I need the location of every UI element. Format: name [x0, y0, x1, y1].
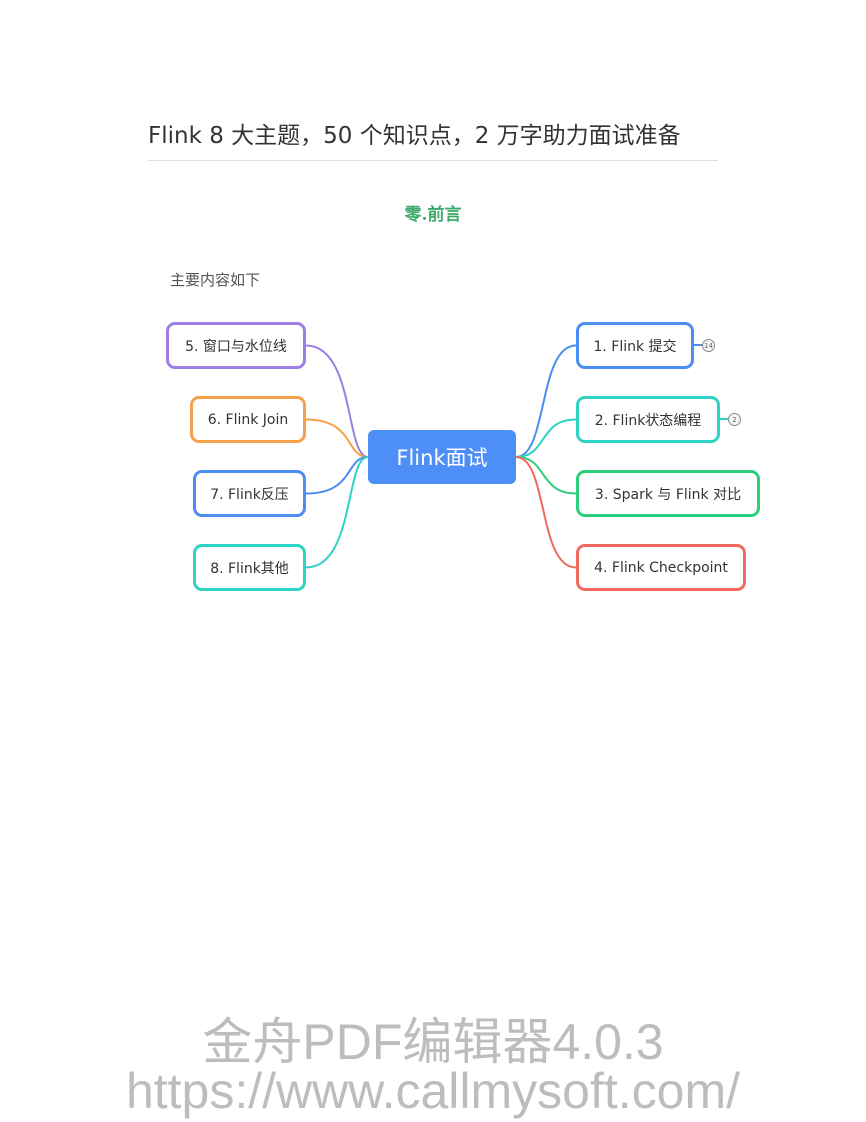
mindmap-node-flink-other[interactable]: 8. Flink其他: [193, 544, 306, 591]
link-right-3: [515, 456, 577, 495]
title-divider: [148, 160, 718, 161]
mindmap-node-flink-submit[interactable]: 1. Flink 提交: [576, 322, 694, 369]
child-count-badge[interactable]: 2: [728, 413, 741, 426]
mindmap-node-backpressure[interactable]: 7. Flink反压: [193, 470, 306, 517]
section-heading: 零.前言: [404, 205, 462, 225]
mindmap-node-flink-join[interactable]: 6. Flink Join: [190, 396, 306, 443]
mindmap-node-flink-state[interactable]: 2. Flink状态编程: [576, 396, 720, 443]
link-right-2: [515, 418, 577, 458]
intro-text: 主要内容如下: [170, 271, 261, 289]
link-right-4: [515, 456, 577, 569]
child-count-badge[interactable]: 14: [702, 339, 715, 352]
mindmap-links: [305, 344, 728, 569]
watermark-line-2: https://www.callmysoft.com/: [125, 1063, 741, 1119]
watermark-line-1: 金舟PDF编辑器4.0.3: [202, 1014, 664, 1070]
mindmap-node-checkpoint[interactable]: 4. Flink Checkpoint: [576, 544, 746, 591]
link-left-7: [305, 456, 369, 495]
link-left-6: [305, 418, 369, 458]
document-title: Flink 8 大主题，50 个知识点，2 万字助力面试准备: [148, 123, 681, 149]
mindmap-root-node[interactable]: Flink面试: [368, 430, 516, 484]
link-right-1: [515, 344, 577, 458]
mindmap-node-spark-vs-flink[interactable]: 3. Spark 与 Flink 对比: [576, 470, 760, 517]
link-left-8: [305, 456, 369, 569]
mindmap-node-window-watermark[interactable]: 5. 窗口与水位线: [166, 322, 306, 369]
link-left-5: [305, 344, 369, 458]
